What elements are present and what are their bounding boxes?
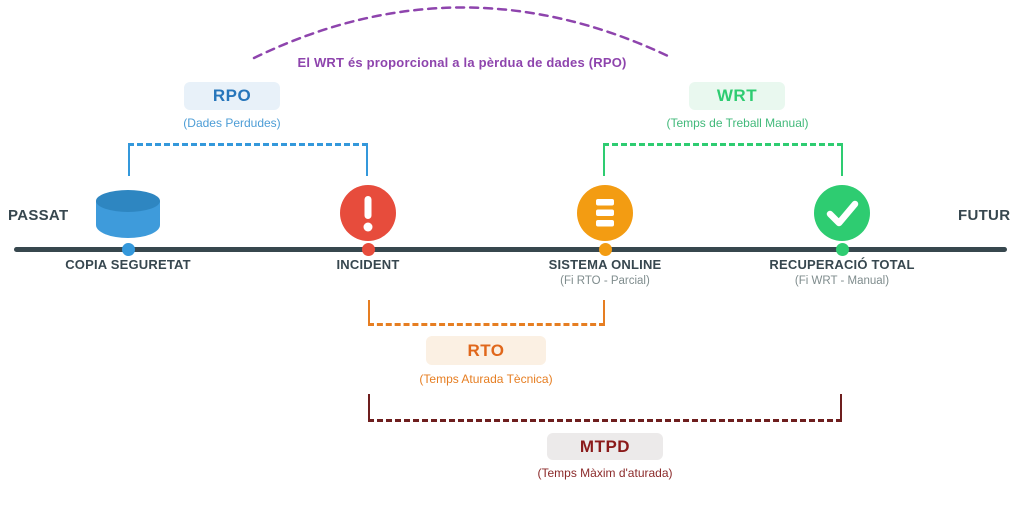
backup-timeline-dot <box>122 243 135 256</box>
milestone-sublabel-online: (Fi RTO - Parcial) <box>560 275 650 287</box>
database-icon <box>96 190 160 238</box>
online-timeline-dot <box>599 243 612 256</box>
incident-circle <box>340 185 396 241</box>
wrt-sublabel: (Temps de Treball Manual) <box>666 116 809 130</box>
rto-span-bracket <box>368 300 605 326</box>
incident-timeline-dot <box>362 243 375 256</box>
online-circle <box>577 185 633 241</box>
check-icon <box>826 200 859 227</box>
milestone-label-backup: COPIA SEGURETAT <box>65 257 191 272</box>
wrt-rpo-arc <box>252 6 670 60</box>
recovery-timeline-dot <box>836 243 849 256</box>
milestone-label-incident: INCIDENT <box>336 257 400 272</box>
arc-annotation-text: El WRT és proporcional a la pèrdua de da… <box>297 55 627 70</box>
wrt-span-bracket <box>603 143 843 176</box>
milestone-label-online: SISTEMA ONLINE <box>548 257 662 272</box>
mtpd-span-bracket <box>368 394 842 422</box>
mtpd-badge: MTPD <box>547 433 663 460</box>
milestone-sublabel-recovery: (Fi WRT - Manual) <box>794 275 890 287</box>
rto-sublabel: (Temps Aturada Tècnica) <box>419 372 553 386</box>
rpo-sublabel: (Dades Perdudes) <box>183 116 281 130</box>
exclamation-icon <box>363 196 373 232</box>
recovery-circle <box>814 185 870 241</box>
wrt-badge: WRT <box>689 82 785 110</box>
timeline-axis <box>14 247 1007 252</box>
mtpd-sublabel: (Temps Màxim d'aturada) <box>537 466 673 480</box>
timeline-future-label: FUTUR <box>958 207 1011 224</box>
rpo-badge: RPO <box>184 82 280 110</box>
rto-badge: RTO <box>426 336 546 365</box>
rpo-span-bracket <box>128 143 368 176</box>
milestone-label-recovery: RECUPERACIÓ TOTAL <box>769 257 915 272</box>
timeline-past-label: PASSAT <box>8 207 69 224</box>
list-icon <box>596 199 614 227</box>
